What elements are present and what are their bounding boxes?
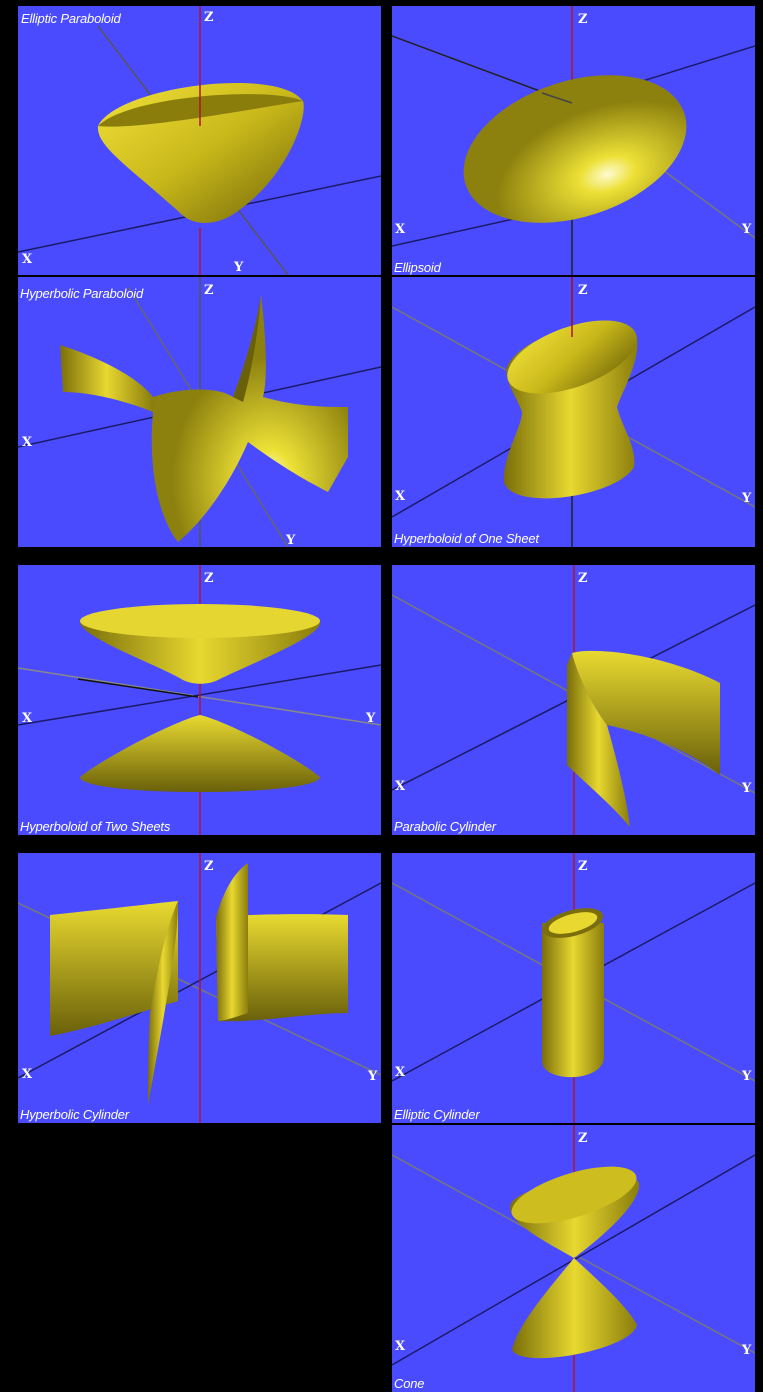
panel-title: Parabolic Cylinder bbox=[394, 819, 496, 834]
x-axis-label: X bbox=[22, 1067, 32, 1082]
panel-title: Hyperboloid of Two Sheets bbox=[20, 819, 170, 834]
z-axis-label: Z bbox=[204, 10, 214, 25]
hyperboloid-one-sheet-graphic bbox=[392, 277, 755, 547]
panel-title: Hyperboloid of One Sheet bbox=[394, 531, 539, 546]
z-axis-label: Z bbox=[204, 859, 214, 874]
x-axis-label: X bbox=[395, 1339, 405, 1354]
cone-graphic bbox=[392, 1125, 755, 1392]
x-axis-label: X bbox=[395, 779, 405, 794]
panel-title: Elliptic Cylinder bbox=[394, 1107, 479, 1122]
panel-hyperbolic-paraboloid: Hyperbolic Paraboloid Z X Y bbox=[18, 277, 381, 547]
x-axis-label: X bbox=[395, 222, 405, 237]
ellipsoid-graphic bbox=[392, 6, 755, 275]
y-axis-label: Y bbox=[742, 1343, 751, 1358]
parabolic-cylinder-graphic bbox=[392, 565, 755, 835]
z-axis-label: Z bbox=[578, 283, 588, 298]
panel-title: Hyperbolic Paraboloid bbox=[20, 286, 143, 301]
panel-cone: Z X Y Cone bbox=[392, 1125, 755, 1392]
panel-hyperboloid-one-sheet: Z X Y Hyperboloid of One Sheet bbox=[392, 277, 755, 547]
y-axis-label: Y bbox=[742, 1069, 751, 1084]
hyperbolic-cylinder-graphic bbox=[18, 853, 381, 1123]
x-axis-label: X bbox=[22, 435, 32, 450]
z-axis-label: Z bbox=[578, 12, 588, 27]
z-axis-label: Z bbox=[578, 1131, 588, 1146]
panel-title: Cone bbox=[394, 1376, 424, 1391]
panel-ellipsoid: Z X Y Ellipsoid bbox=[392, 6, 755, 275]
y-axis-label: Y bbox=[742, 222, 751, 237]
panel-hyperboloid-two-sheets: Z X Y Hyperboloid of Two Sheets bbox=[18, 565, 381, 835]
panel-title: Ellipsoid bbox=[394, 260, 441, 275]
y-axis-label: Y bbox=[286, 533, 295, 547]
y-axis-label: Y bbox=[742, 781, 751, 796]
z-axis-label: Z bbox=[578, 859, 588, 874]
z-axis-label: Z bbox=[204, 571, 214, 586]
z-axis-label: Z bbox=[578, 571, 588, 586]
panel-hyperbolic-cylinder: Z X Y Hyperbolic Cylinder bbox=[18, 853, 381, 1123]
y-axis-label: Y bbox=[742, 491, 751, 506]
y-axis-label: Y bbox=[234, 260, 243, 275]
x-axis-label: X bbox=[22, 711, 32, 726]
panel-elliptic-paraboloid: Elliptic Paraboloid Z X Y bbox=[18, 6, 381, 275]
panel-title: Hyperbolic Cylinder bbox=[20, 1107, 129, 1122]
z-axis-label: Z bbox=[204, 283, 214, 298]
x-axis-label: X bbox=[22, 252, 32, 267]
panel-parabolic-cylinder: Z X Y Parabolic Cylinder bbox=[392, 565, 755, 835]
elliptic-cylinder-graphic bbox=[392, 853, 755, 1123]
hyperboloid-two-sheets-graphic bbox=[18, 565, 381, 835]
elliptic-paraboloid-graphic bbox=[18, 6, 381, 275]
x-axis-label: X bbox=[395, 489, 405, 504]
x-axis-label: X bbox=[395, 1065, 405, 1080]
y-axis-label: Y bbox=[368, 1069, 377, 1084]
panel-elliptic-cylinder: Z X Y Elliptic Cylinder bbox=[392, 853, 755, 1123]
panel-title: Elliptic Paraboloid bbox=[21, 11, 121, 26]
hyperbolic-paraboloid-graphic bbox=[18, 277, 381, 547]
y-axis-label: Y bbox=[366, 711, 375, 726]
